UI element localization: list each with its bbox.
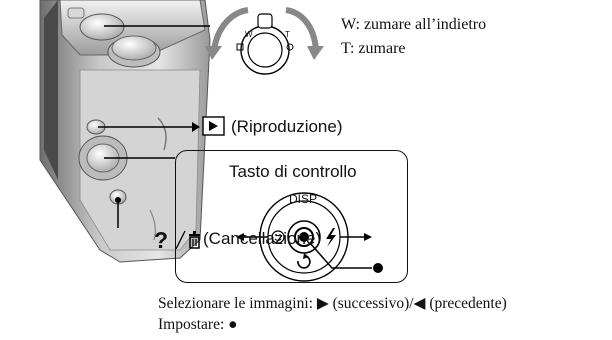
trash-icon [189, 231, 200, 249]
playback-label: (Riproduzione) [231, 117, 343, 136]
control-wheel-drawing [236, 192, 383, 282]
camera-body [39, 0, 211, 263]
zoom-w-text: W: zumare all’indietro [341, 16, 487, 33]
control-button-box [175, 150, 408, 283]
playback-arrow [192, 122, 200, 132]
instruction-select-images: Selezionare le immagini: ▶ (successivo)/… [158, 295, 507, 312]
disp-label: DISP [289, 192, 318, 206]
delete-label: (Cancellazione) [203, 229, 322, 248]
playback-icon [202, 116, 225, 136]
zoom-lever-t-letter: T [285, 30, 290, 39]
zoom-t-text: T: zumare [341, 40, 406, 57]
zoom-lever-w-letter: W [245, 30, 253, 39]
instruction-set: Impostare: ● [158, 316, 238, 333]
delete-question-mark: ? [154, 227, 169, 253]
control-box-title: Tasto di controllo [229, 162, 357, 181]
zoom-lever-drawing [205, 7, 324, 75]
slash-separator [175, 230, 186, 250]
